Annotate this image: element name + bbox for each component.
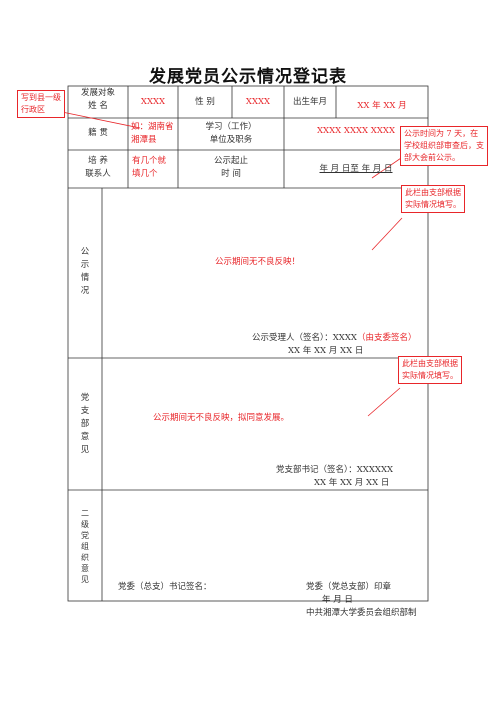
birth-label: 出生年月 (292, 97, 327, 107)
contact-value-line1[interactable]: 有几个就 (132, 156, 167, 166)
period-value[interactable]: 年 月 日至 年 月 日 (319, 164, 393, 174)
work-label-line1: 学习（工作） (205, 122, 257, 132)
publicity-content[interactable]: 公示期间无不良反映！ (215, 257, 301, 267)
page-title: 发展党员公示情况登记表 (149, 67, 347, 87)
callout-pointer (367, 387, 401, 417)
publicity-label: 公示情况 (80, 247, 90, 296)
callout-pointer (371, 155, 405, 179)
contact-label-line1: 培 养 (88, 156, 108, 166)
callout-period-note: 公示时间为 7 天，在学校组织部审查后，支部大会前公示。 (400, 126, 488, 166)
callout-branch-fill-2: 此栏由支部根据实际情况填写。 (398, 356, 462, 384)
callout-branch-fill-1: 此栏由支部根据实际情况填写。 (401, 185, 465, 213)
second-level-seal: 党委（党总支部）印章 (306, 582, 392, 592)
branch-content[interactable]: 公示期间无不良反映，拟同意发展。 (153, 413, 290, 423)
gender-label: 性 别 (195, 97, 215, 107)
object-label: 发展对象 (80, 88, 115, 98)
second-level-signer: 党委（总支）书记签名： (118, 582, 212, 592)
branch-date[interactable]: XX 年 XX 月 XX 日 (314, 478, 390, 488)
publicity-signer: 公示受理人（签名）：XXXX（由支委签名） (252, 333, 416, 344)
work-value[interactable]: XXXX XXXX XXXX (316, 126, 396, 136)
period-label-line2: 时 间 (221, 169, 241, 179)
publicity-signer-note: （由支委签名） (356, 333, 417, 343)
name-value[interactable]: XXXX (140, 97, 166, 107)
origin-value-line1[interactable]: 如：湖南省 (131, 122, 174, 132)
contact-label-line2: 联系人 (85, 169, 111, 179)
name-label: 姓 名 (88, 101, 108, 111)
second-level-date[interactable]: 年 月 日 (322, 595, 353, 605)
work-label-line2: 单位及职务 (209, 135, 253, 145)
callout-pointer (371, 217, 403, 251)
callout-pointer (61, 111, 141, 129)
branch-signer: 党支部书记（签名）：XXXXXX (276, 465, 394, 475)
callout-county: 写到县一级行政区 (17, 90, 65, 118)
second-level-label: 二级党组织意见 (81, 509, 89, 584)
footer-issuer: 中共湘潭大学委员会组织部制 (306, 608, 417, 618)
origin-value-line2[interactable]: 湘潭县 (131, 135, 157, 145)
gender-value[interactable]: XXXX (245, 97, 271, 107)
origin-label: 籍 贯 (88, 128, 108, 138)
publicity-signer-text: 公示受理人（签名）：XXXX (252, 333, 357, 343)
branch-label: 党支部意见 (80, 393, 90, 455)
contact-value-line2[interactable]: 填几个 (132, 169, 158, 179)
publicity-date[interactable]: XX 年 XX 月 XX 日 (288, 346, 364, 356)
table-border (67, 85, 429, 602)
birth-value[interactable]: XX 年 XX 月 (357, 101, 407, 111)
period-label-line1: 公示起止 (213, 156, 248, 166)
